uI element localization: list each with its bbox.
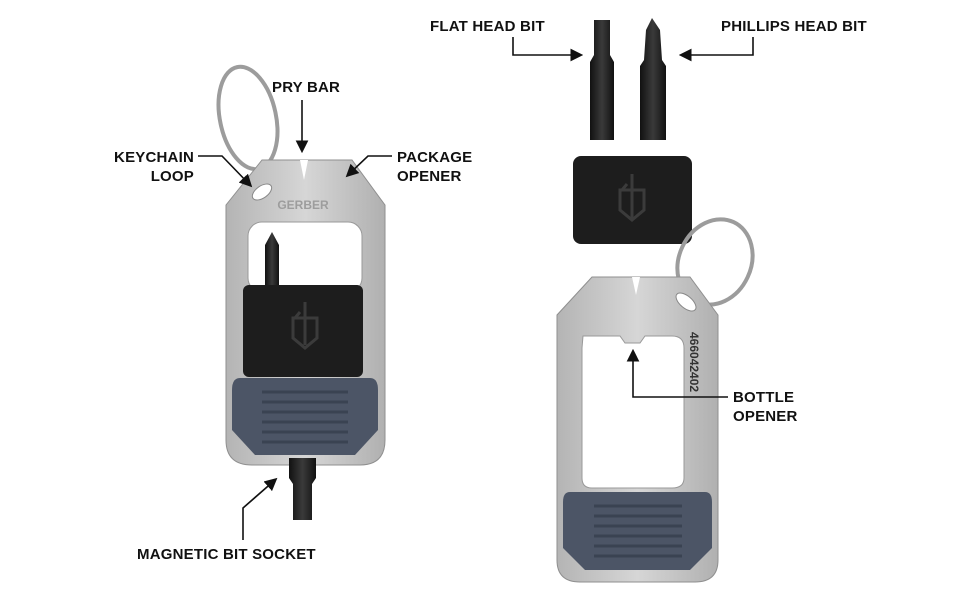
callout-lines (198, 37, 754, 540)
flat-head-bit-arrow (512, 37, 584, 62)
flat-bit-in-socket (289, 458, 316, 520)
bottle-opener-window (581, 335, 685, 489)
bottle-opener-arrow (626, 348, 728, 398)
label-line: KEYCHAIN (114, 149, 194, 166)
label-line: OPENER (397, 168, 462, 185)
magnetic-bit-socket-arrow (242, 477, 278, 540)
label-phillips-head-bit: PHILLIPS HEAD BIT (721, 18, 867, 35)
label-line: OPENER (733, 408, 798, 425)
gerber-logo-icon (291, 302, 319, 350)
pry-bar-notch (632, 277, 640, 295)
grip-ridges (594, 504, 682, 558)
flat-head-bit (590, 20, 614, 140)
keychain-loop-arrow (198, 155, 253, 188)
label-flat-head-bit: FLAT HEAD BIT (430, 18, 545, 35)
phillips-head-bit-arrow (678, 37, 754, 62)
grip-ridges (262, 390, 348, 444)
label-keychain-loop: KEYCHAIN LOOP (108, 148, 194, 186)
label-bottle-opener: BOTTLE OPENER (733, 388, 798, 426)
label-line: BOTTLE (733, 389, 795, 406)
grip-pad (563, 492, 712, 570)
phillips-bit-stored (265, 232, 279, 290)
label-line: LOOP (150, 168, 194, 185)
right-tool-open: 466042402 (556, 217, 755, 583)
keychain-loop-hole (251, 183, 273, 201)
keychain-loop-hole (675, 292, 697, 312)
package-opener-arrow (345, 155, 392, 178)
brand-engraving: GERBER (277, 198, 329, 212)
left-tool-assembled: GERBER (216, 64, 386, 520)
grip-pad (232, 378, 378, 455)
label-magnetic-bit-socket: MAGNETIC BIT SOCKET (137, 546, 316, 563)
label-line: PACKAGE (397, 149, 473, 166)
serial-number: 466042402 (687, 332, 701, 392)
label-pry-bar: PRY BAR (272, 79, 341, 96)
gerber-logo-icon (618, 174, 646, 222)
phillips-head-bit (640, 18, 666, 140)
bit-cover (243, 285, 363, 377)
label-package-opener: PACKAGE OPENER (397, 148, 472, 186)
pry-bar-notch (300, 160, 308, 180)
